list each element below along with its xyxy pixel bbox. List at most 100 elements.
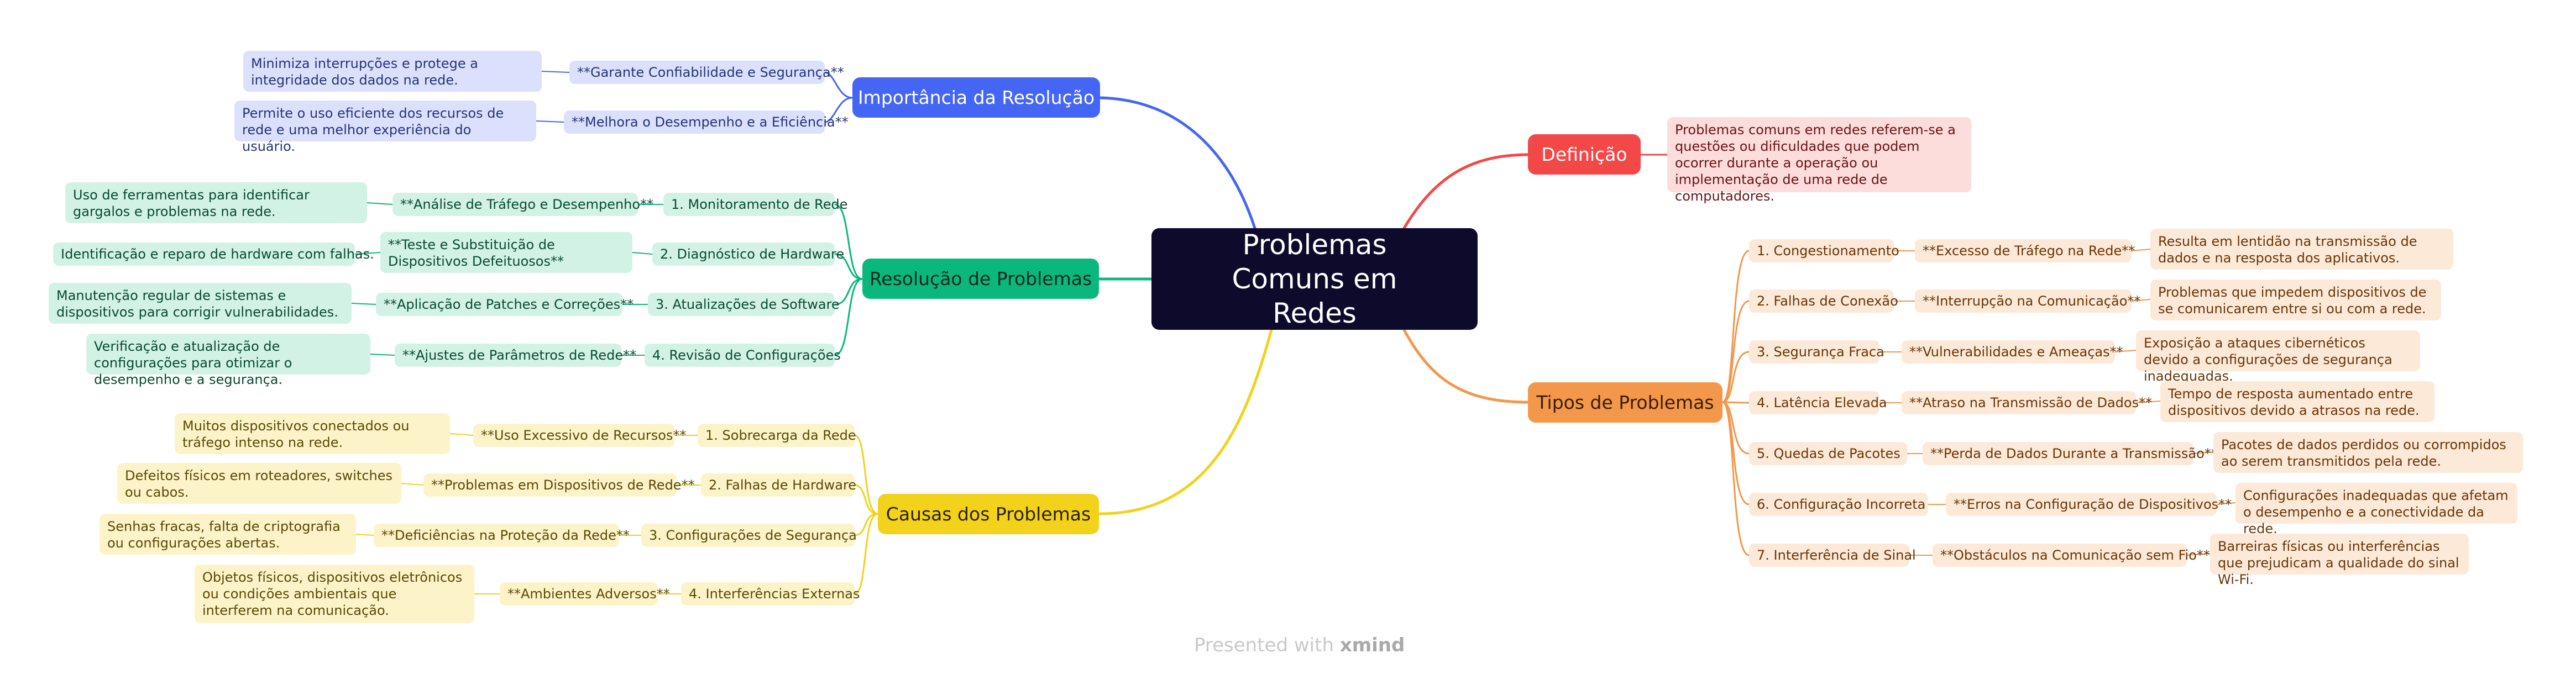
branch-importancia-label: Importância da Resolução	[857, 87, 1095, 108]
watermark-brand: xmind	[1339, 634, 1405, 656]
tipos-key-6[interactable]: **Erros na Configuração de Dispositivos*…	[1946, 493, 2232, 516]
link-resolucao-key-2	[632, 252, 653, 255]
link-resolucao-desc-3	[351, 303, 376, 305]
link-resolucao-4	[834, 278, 863, 356]
resolucao-key-4[interactable]: **Ajustes de Parâmetros de Rede**	[395, 344, 636, 367]
tipos-desc-6[interactable]: Configurações inadequadas que afetam o d…	[2235, 483, 2517, 536]
resolucao-desc-1[interactable]: Uso de ferramentas para identificar garg…	[65, 182, 367, 223]
branch-definicao[interactable]: Definição	[1528, 134, 1641, 175]
causas-desc-3[interactable]: Senhas fracas, falta de criptografia ou …	[100, 514, 356, 555]
link-resolucao-desc-1	[366, 202, 393, 205]
link-resolucao-desc-2	[354, 252, 381, 255]
branch-causas[interactable]: Causas dos Problemas	[878, 494, 1099, 534]
link-importancia-1	[824, 71, 854, 99]
link-resolucao-desc-4	[370, 354, 395, 356]
link-tipos-3	[1721, 351, 1750, 403]
tipos-desc-1[interactable]: Resulta em lentidão na transmissão de da…	[2150, 229, 2453, 270]
resolucao-desc-4[interactable]: Verificação e atualização de configuraçõ…	[86, 334, 370, 387]
tipos-desc-3[interactable]: Exposição a ataques cibernéticos devido …	[2136, 330, 2420, 384]
link-importancia	[1098, 96, 1256, 230]
link-tipos-desc-3	[2114, 350, 2137, 352]
causas-label-1[interactable]: 1. Sobrecarga da Rede	[698, 424, 856, 447]
resolucao-desc-3[interactable]: Manutenção regular de sistemas e disposi…	[49, 283, 352, 324]
causas-key-4[interactable]: **Ambientes Adversos**	[500, 582, 670, 605]
link-causas-desc-3	[355, 534, 374, 536]
link-tipos-desc-2	[2131, 299, 2151, 302]
definicao-desc[interactable]: Problemas comuns em redes referem-se a q…	[1667, 117, 1971, 204]
branch-importancia[interactable]: Importância da Resolução	[852, 77, 1100, 118]
link-causas-4	[854, 513, 879, 595]
link-causas-1	[854, 434, 879, 515]
link-resolucao-3	[834, 278, 863, 306]
tipos-label-3[interactable]: 3. Segurança Fraca	[1749, 340, 1884, 364]
link-tipos-desc-6	[2216, 502, 2236, 505]
causas-key-3[interactable]: **Deficiências na Proteção da Rede**	[374, 524, 630, 547]
watermark-prefix: Presented with	[1194, 634, 1334, 656]
watermark: Presented with xmind	[1194, 634, 1405, 656]
importancia-key-2[interactable]: **Melhora o Desempenho e a Eficiência**	[564, 110, 849, 134]
importancia-desc-1[interactable]: Minimiza interrupções e protege a integr…	[243, 51, 542, 92]
tipos-desc-7[interactable]: Barreiras físicas ou interferências que …	[2210, 534, 2469, 587]
tipos-key-5[interactable]: **Perda de Dados Durante a Transmissão**	[1923, 442, 2218, 465]
link-tipos-7	[1721, 401, 1750, 556]
importancia-key-1[interactable]: **Garante Confiabilidade e Segurança**	[569, 61, 844, 84]
link-causas-2	[854, 484, 879, 515]
branch-causas-label: Causas dos Problemas	[886, 503, 1091, 525]
causas-desc-1[interactable]: Muitos dispositivos conectados ou tráfeg…	[175, 413, 450, 454]
link-causas	[1097, 328, 1273, 515]
link-causas-3	[854, 513, 879, 536]
resolucao-label-1[interactable]: 1. Monitoramento de Rede	[663, 193, 848, 216]
link-tipos-desc-1	[2131, 249, 2151, 251]
importancia-desc-2[interactable]: Permite o uso eficiente dos recursos de …	[234, 101, 536, 154]
tipos-key-3[interactable]: **Vulnerabilidades e Ameaças**	[1902, 340, 2123, 364]
causas-desc-4[interactable]: Objetos físicos, dispositivos eletrônico…	[195, 565, 474, 623]
link-tipos-desc-7	[2186, 553, 2211, 556]
tipos-label-5[interactable]: 5. Quedas de Pacotes	[1749, 442, 1907, 465]
resolucao-key-1[interactable]: **Análise de Tráfego e Desempenho**	[392, 193, 653, 216]
tipos-key-4[interactable]: **Atraso na Transmissão de Dados**	[1902, 391, 2152, 414]
tipos-desc-2[interactable]: Problemas que impedem dispositivos de se…	[2150, 280, 2441, 320]
tipos-label-1[interactable]: 1. Congestionamento	[1749, 239, 1899, 262]
link-definicao	[1402, 153, 1530, 230]
branch-tipos[interactable]: Tipos de Problemas	[1528, 382, 1722, 423]
central-topic[interactable]: Problemas Comuns em Redes	[1151, 228, 1478, 330]
tipos-desc-4[interactable]: Tempo de resposta aumentado entre dispos…	[2160, 381, 2434, 422]
resolucao-desc-2[interactable]: Identificação e reparo de hardware com f…	[53, 243, 374, 266]
resolucao-key-3[interactable]: **Aplicação de Patches e Correções**	[376, 293, 633, 316]
link-tipos-4	[1721, 401, 1750, 404]
link-importancia-desc-2	[536, 120, 564, 123]
resolucao-label-2[interactable]: 2. Diagnóstico de Hardware	[652, 243, 844, 266]
link-importancia-2	[824, 97, 854, 123]
resolucao-key-2[interactable]: **Teste e Substituição de Dispositivos D…	[380, 232, 632, 273]
causas-key-1[interactable]: **Uso Excessivo de Recursos**	[473, 424, 686, 447]
tipos-key-1[interactable]: **Excesso de Tráfego na Rede**	[1915, 239, 2135, 262]
tipos-key-7[interactable]: **Obstáculos na Comunicação sem Fio**	[1933, 544, 2210, 567]
tipos-label-7[interactable]: 7. Interferência de Sinal	[1749, 544, 1916, 567]
branch-definicao-label: Definição	[1541, 144, 1627, 165]
causas-key-2[interactable]: **Problemas em Dispositivos de Rede**	[423, 473, 695, 497]
resolucao-label-3[interactable]: 3. Atualizações de Software	[648, 293, 840, 316]
branch-tipos-label: Tipos de Problemas	[1536, 392, 1714, 413]
tipos-key-2[interactable]: **Interrupção na Comunicação**	[1915, 289, 2140, 313]
causas-label-2[interactable]: 2. Falhas de Hardware	[701, 473, 856, 497]
link-tipos-2	[1721, 300, 1750, 403]
branch-resolucao-label: Resolução de Problemas	[869, 268, 1092, 289]
tipos-desc-5[interactable]: Pacotes de dados perdidos ou corrompidos…	[2213, 432, 2523, 473]
tipos-label-6[interactable]: 6. Configuração Incorreta	[1749, 493, 1928, 516]
tipos-label-4[interactable]: 4. Latência Elevada	[1749, 391, 1887, 414]
branch-resolucao[interactable]: Resolução de Problemas	[862, 259, 1099, 299]
causas-label-3[interactable]: 3. Configurações de Segurança	[641, 524, 857, 547]
causas-desc-2[interactable]: Defeitos físicos em roteadores, switches…	[117, 463, 401, 504]
link-tipos	[1402, 328, 1530, 404]
link-tipos-desc-4	[2135, 401, 2161, 403]
link-tipos-1	[1721, 250, 1750, 403]
link-causas-desc-2	[401, 483, 424, 486]
link-importancia-desc-1	[541, 71, 570, 73]
link-tipos-desc-5	[2193, 451, 2214, 454]
causas-label-4[interactable]: 4. Interferências Externas	[681, 582, 860, 605]
link-resolucao-1	[834, 203, 863, 280]
resolucao-label-4[interactable]: 4. Revisão de Configurações	[645, 344, 841, 367]
tipos-label-2[interactable]: 2. Falhas de Conexão	[1749, 289, 1898, 313]
link-causas-desc-1	[449, 433, 474, 436]
